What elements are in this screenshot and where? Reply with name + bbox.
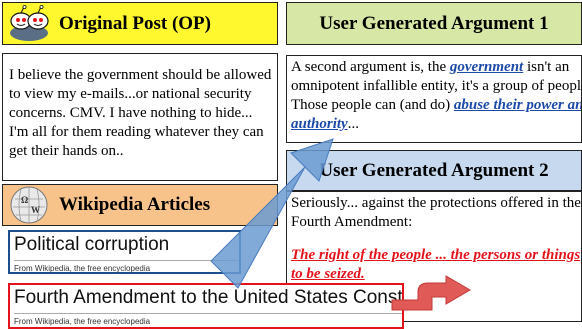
arg1-line-3: Those people can (and do) abuse their po… [291,96,581,115]
wiki-article-title: Fourth Amendment to the United States Co… [14,286,402,314]
op-header: Original Post (OP) [2,2,278,45]
wiki-article-fourth-amendment[interactable]: Fourth Amendment to the United States Co… [8,283,404,329]
arg1-link-abuse[interactable]: abuse their power and [453,97,582,113]
wiki-title: Wikipedia Articles [59,194,211,215]
arg2-header: User Generated Argument 2 [286,150,582,191]
wiki-article-political-corruption[interactable]: Political corruption From Wikipedia, the… [8,230,241,274]
arg2-line-2: Fourth Amendment: [291,214,413,230]
arg1-link-government[interactable]: government [449,59,524,75]
arg1-line-4: authority... [291,115,581,134]
arg2-quote-line-2[interactable]: to be seized. [291,266,365,282]
wiki-article-title: Political corruption [14,233,239,261]
op-title: Original Post (OP) [59,12,211,34]
wiki-header: Ω W Wikipedia Articles [2,184,278,226]
arg1-link-authority[interactable]: authority [291,116,348,132]
arg1-header: User Generated Argument 1 [286,2,582,45]
arg1-text-box: A second argument is, the government isn… [286,55,582,143]
svg-text:W: W [31,205,40,215]
arg1-title: User Generated Argument 1 [319,12,549,34]
arg1-line-2: omnipotent infallible entity, it's a gro… [291,78,582,94]
wiki-article-subtitle: From Wikipedia, the free encyclopedia [14,264,151,273]
op-text: I believe the government should be allow… [9,67,272,159]
wiki-article-subtitle: From Wikipedia, the free encyclopedia [14,317,151,326]
reddit-alien-icon [10,4,49,41]
op-text-box: I believe the government should be allow… [2,53,278,181]
arg2-line-1: Seriously... against the protections off… [291,195,581,211]
arg2-quote-line-1[interactable]: The right of the people ... the persons … [291,247,581,263]
arg1-text: A second argument is, the [291,59,450,75]
wikipedia-globe-icon: Ω W [10,186,48,224]
arg1-line-1: A second argument is, the government isn… [291,58,581,77]
arg1-text: Those people can (and do) [291,97,454,113]
svg-text:Ω: Ω [21,195,28,205]
arg2-title: User Generated Argument 2 [319,159,549,181]
arg1-text: isn't an [523,59,570,75]
arg1-text: ... [347,116,359,132]
